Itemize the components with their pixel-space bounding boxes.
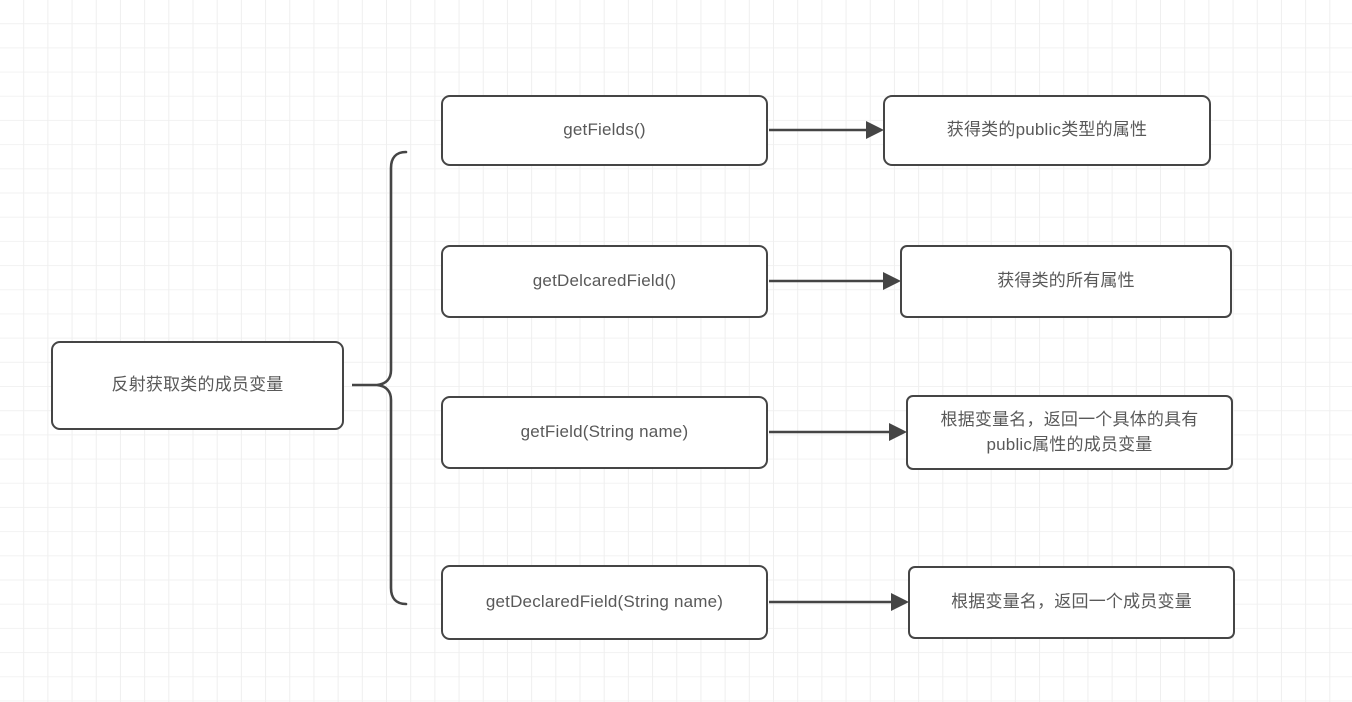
method-node-label: getFields() [563, 120, 646, 140]
description-node-single-field[interactable]: 根据变量名，返回一个成员变量 [908, 566, 1235, 639]
arrow-right-icon [769, 423, 907, 441]
method-node-label: getDeclaredField(String name) [485, 592, 724, 612]
description-node-label: 根据变量名，返回一个具体的具有public属性的成员变量 [940, 410, 1199, 454]
root-node[interactable]: 反射获取类的成员变量 [51, 341, 344, 430]
method-node-get-fields[interactable]: getFields() [441, 95, 768, 166]
description-node-label: 获得类的所有属性 [997, 271, 1135, 291]
method-node-get-delcared-field[interactable]: getDelcaredField() [441, 245, 768, 318]
root-node-label: 反射获取类的成员变量 [111, 375, 284, 395]
description-node-label: 根据变量名，返回一个成员变量 [951, 592, 1192, 612]
arrow-right-icon [769, 121, 884, 139]
arrow-right-icon [769, 593, 909, 611]
description-node-label: 获得类的public类型的属性 [946, 120, 1148, 140]
description-node-public-fields[interactable]: 获得类的public类型的属性 [883, 95, 1211, 166]
method-node-label: getDelcaredField() [532, 271, 677, 291]
description-node-all-fields[interactable]: 获得类的所有属性 [900, 245, 1232, 318]
method-node-get-field-string-name[interactable]: getField(String name) [441, 396, 768, 469]
description-node-single-public-field[interactable]: 根据变量名，返回一个具体的具有public属性的成员变量 [906, 395, 1233, 470]
method-node-label: getField(String name) [520, 422, 689, 442]
method-node-get-declared-field-string-name[interactable]: getDeclaredField(String name) [441, 565, 768, 640]
curly-brace-icon [352, 150, 408, 606]
arrow-right-icon [769, 272, 901, 290]
